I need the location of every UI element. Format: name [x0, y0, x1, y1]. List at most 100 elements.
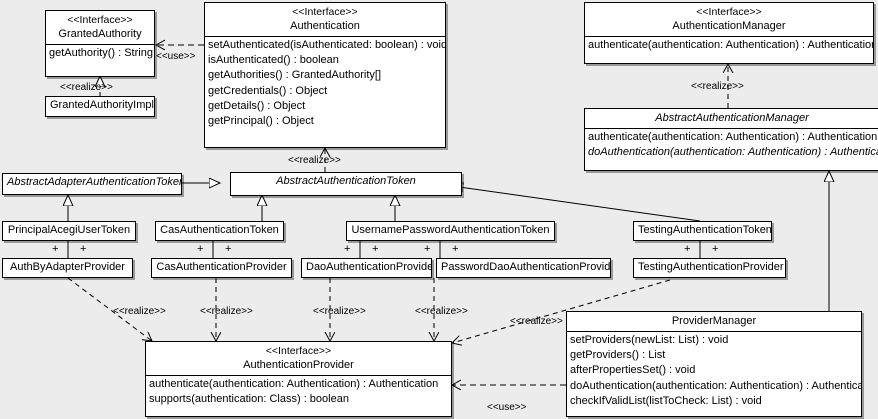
class-granted-authority[interactable]: <<Interface>> GrantedAuthority getAuthor… — [45, 10, 155, 77]
operation: supports(authentication: Class) : boolea… — [149, 393, 349, 406]
class-name: GrantedAuthorityImpl — [50, 99, 154, 111]
operation: setAuthenticated(isAuthenticated: boolea… — [208, 39, 446, 51]
association-plus-testing-provider: + — [712, 243, 719, 255]
class-stereotype: <<Interface>> — [292, 6, 358, 18]
class-header: AbstractAuthenticationToken — [231, 173, 461, 190]
class-header: <<Interface>> Authentication — [205, 3, 445, 36]
edge-label-realize-dao-authentication-provider: <<realize>> — [313, 306, 366, 317]
class-testing-authentication-token[interactable]: TestingAuthenticationToken — [633, 221, 772, 241]
edge-label-realize-password-dao-provider: <<realize>> — [415, 306, 468, 317]
class-abstract-authentication-manager[interactable]: AbstractAuthenticationManager authentica… — [584, 108, 878, 171]
class-name: UsernamePasswordAuthenticationToken — [351, 224, 550, 236]
class-dao-authentication-provider[interactable]: DaoAuthenticationProvider — [301, 258, 432, 278]
class-stereotype: <<Interface>> — [696, 6, 762, 18]
class-separator — [205, 36, 445, 37]
operation: getProviders() : List — [570, 349, 666, 362]
edge-label-realize-abstract-authentication-manager: <<realize>> — [691, 81, 744, 92]
class-provider-manager[interactable]: ProviderManager setProviders(newList: Li… — [566, 311, 862, 417]
operation: getCredentials() : Object — [208, 84, 328, 97]
operation: authenticate(authentication: Authenticat… — [588, 39, 874, 51]
class-operations: authenticate(authentication: Authenticat… — [146, 376, 451, 408]
operation: authenticate(authentication: Authenticat… — [588, 131, 878, 143]
class-separator — [567, 331, 861, 332]
class-name: Authentication — [290, 20, 360, 32]
association-plus-cas-provider: + — [225, 243, 232, 255]
class-granted-authority-impl[interactable]: GrantedAuthorityImpl — [45, 96, 155, 117]
edge-label-realize-abstract-authentication-token: <<realize>> — [288, 155, 341, 166]
association-plus-dao-provider: + — [372, 243, 379, 255]
class-password-dao-authentication-provider[interactable]: PasswordDaoAuthenticationProvider — [436, 258, 611, 278]
class-testing-authentication-provider[interactable]: TestingAuthenticationProvider — [633, 258, 786, 278]
association-plus-principal-token: + — [52, 243, 59, 255]
class-auth-by-adapter-provider[interactable]: AuthByAdapterProvider — [2, 258, 133, 278]
class-principal-acegi-user-token[interactable]: PrincipalAcegiUserToken — [2, 221, 136, 241]
class-abstract-authentication-token[interactable]: AbstractAuthenticationToken — [230, 172, 462, 196]
class-name: AbstractAuthenticationManager — [655, 112, 809, 124]
class-operations: authenticate(authentication: Authenticat… — [585, 129, 878, 161]
edge-label-use-provider-manager-authentication-provider: <<use>> — [487, 402, 527, 413]
class-operations: setAuthenticated(isAuthenticated: boolea… — [205, 37, 445, 130]
class-name: AuthenticationProvider — [243, 359, 354, 371]
class-separator — [46, 44, 154, 45]
class-authentication[interactable]: <<Interface>> Authentication setAuthenti… — [204, 2, 446, 148]
class-name: DaoAuthenticationProvider — [306, 261, 432, 273]
class-authentication-manager[interactable]: <<Interface>> AuthenticationManager auth… — [584, 2, 874, 64]
class-header: CasAuthenticationProvider — [152, 259, 291, 276]
association-plus-testing-token: + — [684, 243, 691, 255]
operation: setProviders(newList: List) : void — [570, 334, 729, 346]
class-header: AbstractAdapterAuthenticationToken — [3, 174, 181, 191]
class-header: GrantedAuthorityImpl — [46, 97, 154, 114]
class-header: PasswordDaoAuthenticationProvider — [437, 259, 610, 276]
edge-testing-authentication-token-generalization — [452, 186, 701, 222]
operation: getAuthorities() : GrantedAuthority[] — [208, 69, 382, 82]
class-stereotype: <<Interface>> — [265, 345, 332, 357]
class-header: CasAuthenticationToken — [156, 222, 283, 239]
operation: getAuthority() : String — [49, 47, 153, 59]
class-authentication-provider[interactable]: <<Interface>> AuthenticationProvider aut… — [145, 341, 452, 417]
class-name: PasswordDaoAuthenticationProvider — [441, 261, 611, 273]
class-header: TestingAuthenticationProvider — [634, 259, 785, 276]
class-name: PrincipalAcegiUserToken — [7, 224, 131, 236]
class-name: AuthenticationManager — [672, 20, 786, 32]
class-header: ProviderManager — [567, 312, 861, 331]
edge-label-use-authentication-granted-authority: <<use>> — [156, 51, 196, 62]
operation: getPrincipal() : Object — [208, 115, 314, 128]
association-plus-username-token-password-dao: + — [424, 243, 431, 255]
class-username-password-authentication-token[interactable]: UsernamePasswordAuthenticationToken — [346, 221, 555, 241]
class-name: TestingAuthenticationToken — [638, 224, 772, 236]
class-header: DaoAuthenticationProvider — [302, 259, 431, 276]
class-stereotype: <<Interface>> — [67, 14, 133, 26]
operation: checkIfValidList(listToCheck: List) : vo… — [570, 394, 762, 407]
class-cas-authentication-token[interactable]: CasAuthenticationToken — [155, 221, 284, 241]
class-separator — [585, 36, 873, 37]
operation: getDetails() : Object — [208, 99, 306, 112]
class-name: GrantedAuthority — [58, 28, 142, 40]
class-operations: authenticate(authentication: Authenticat… — [585, 37, 873, 54]
class-abstract-adapter-authentication-token[interactable]: AbstractAdapterAuthenticationToken — [2, 173, 182, 195]
association-plus-auth-by-adapter-provider: + — [80, 243, 87, 255]
class-name: AbstractAdapterAuthenticationToken — [7, 176, 182, 188]
class-cas-authentication-provider[interactable]: CasAuthenticationProvider — [151, 258, 292, 278]
class-header: TestingAuthenticationToken — [634, 222, 771, 239]
operation: isAuthenticated() : boolean — [208, 54, 339, 67]
edge-label-realize-testing-authentication-provider: <<realize>> — [510, 316, 563, 327]
class-name: TestingAuthenticationProvider — [638, 261, 784, 273]
class-name: ProviderManager — [671, 315, 757, 327]
class-header: <<Interface>> AuthenticationManager — [585, 3, 873, 36]
class-header: AuthByAdapterProvider — [3, 259, 132, 276]
edge-label-realize-granted-authority-impl: <<realize>> — [60, 82, 113, 93]
class-header: PrincipalAcegiUserToken — [3, 222, 135, 239]
operation: doAuthentication(authentication: Authent… — [570, 379, 862, 392]
edge-label-realize-auth-by-adapter-provider: <<realize>> — [113, 306, 166, 317]
class-name: CasAuthenticationProvider — [156, 261, 287, 273]
class-header: <<Interface>> AuthenticationProvider — [146, 342, 451, 375]
class-name: AbstractAuthenticationToken — [276, 175, 416, 187]
association-plus-password-dao-provider: + — [452, 243, 459, 255]
class-header: AbstractAuthenticationManager — [585, 109, 878, 128]
class-separator — [146, 375, 451, 376]
class-header: UsernamePasswordAuthenticationToken — [347, 222, 554, 239]
class-operations: setProviders(newList: List) : void getPr… — [567, 332, 861, 410]
operation: authenticate(authentication: Authenticat… — [149, 378, 439, 390]
operation: afterPropertiesSet() : void — [570, 364, 696, 377]
